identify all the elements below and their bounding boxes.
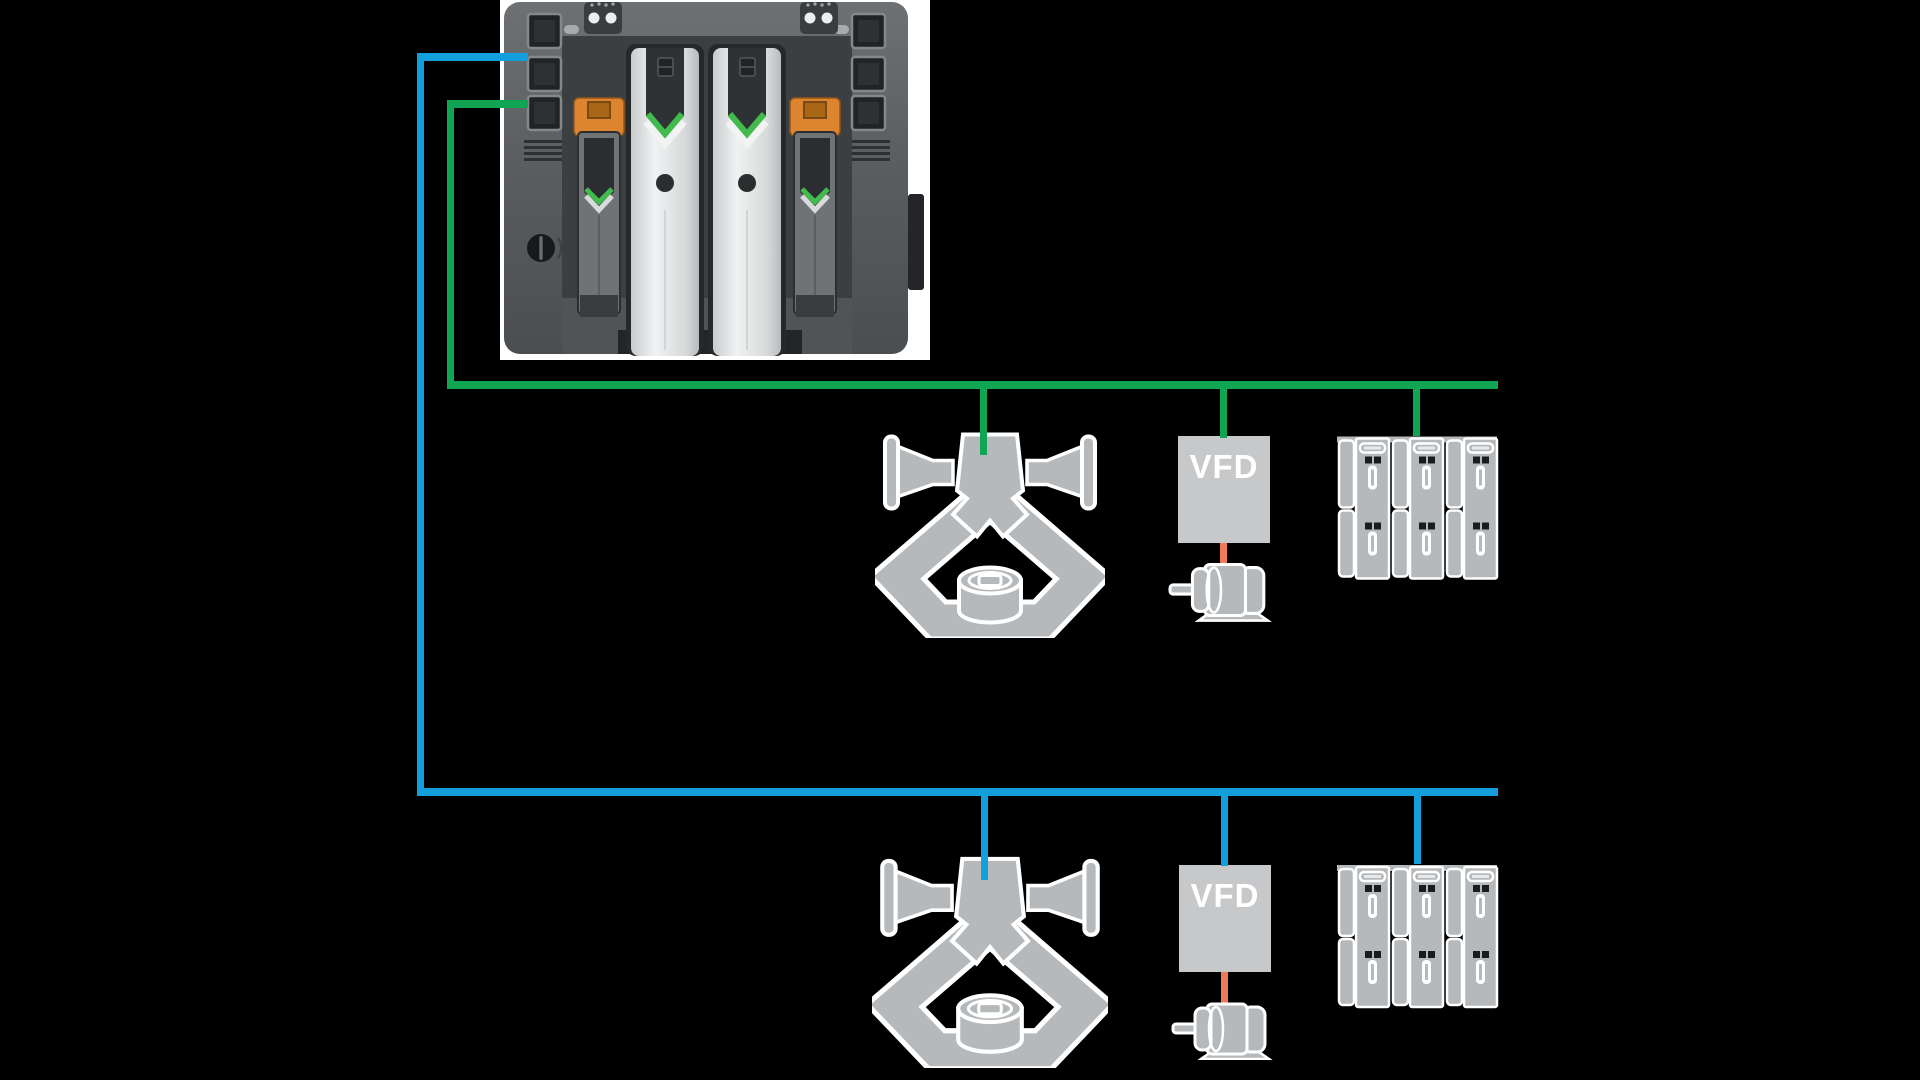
power-terminal-right [800, 2, 838, 34]
vfd-box-2: VFD [1179, 865, 1271, 972]
io-module-small-2 [789, 97, 841, 317]
cpu-module-2 [708, 44, 786, 356]
blue-bus-trunk [417, 788, 1498, 796]
drive-lineup-icon-1 [1337, 434, 1500, 583]
vent-left [524, 140, 562, 161]
vent-right [852, 140, 890, 161]
green-bus-trunk [447, 381, 1498, 389]
motor-icon-1 [1168, 558, 1274, 622]
vfd-box-1: VFD [1178, 436, 1270, 543]
vfd-label-1: VFD [1189, 448, 1259, 485]
plc-controller-rendering [504, 2, 924, 356]
motor-cable-2 [1221, 970, 1228, 1032]
vfd-label-2: VFD [1190, 877, 1260, 914]
power-terminal-left [584, 2, 622, 34]
status-led-left [564, 25, 579, 34]
io-module-small-1 [573, 97, 625, 317]
blue-drop-drive-lineup [1414, 796, 1421, 864]
coriolis-flow-meter-icon-2 [872, 856, 1108, 1068]
plc-controller [500, 0, 930, 360]
cpu-module-1 [626, 44, 704, 356]
motor-icon-2 [1170, 998, 1276, 1060]
blue-drop-flow-meter [981, 796, 988, 880]
controller-side-tab [908, 194, 924, 290]
green-bus-controller-stub [447, 100, 528, 108]
green-drop-vfd [1220, 389, 1227, 438]
ethernet-ports-right [850, 12, 887, 132]
blue-drop-vfd [1221, 796, 1228, 866]
coriolis-flow-meter-icon-1 [875, 432, 1105, 638]
drive-lineup-icon-2 [1337, 863, 1500, 1011]
green-drop-drive-lineup [1413, 389, 1420, 436]
ethernet-ports-left [526, 12, 563, 132]
green-bus-riser [447, 100, 454, 389]
blue-bus-controller-stub [417, 53, 528, 61]
mode-knob [527, 234, 563, 262]
green-drop-flow-meter [980, 389, 987, 455]
blue-bus-riser [417, 53, 424, 796]
